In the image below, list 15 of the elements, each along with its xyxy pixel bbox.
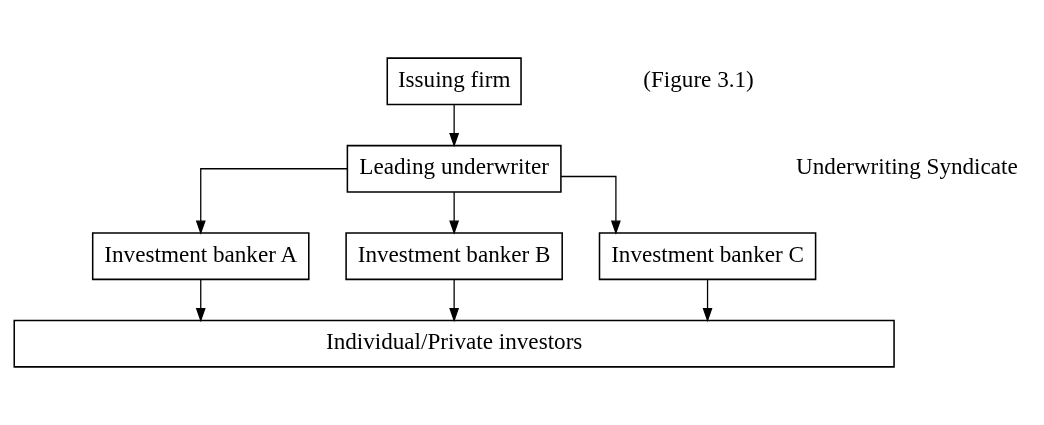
- node-box: Individual/Private investors: [13, 319, 895, 368]
- arrow: [449, 104, 460, 148]
- node-box: Investment banker B: [345, 232, 563, 281]
- arrow: [449, 191, 460, 235]
- arrow: [702, 279, 713, 323]
- label: Underwriting Syndicate: [796, 153, 1018, 180]
- arrow: [195, 279, 206, 323]
- arrow: [195, 168, 348, 235]
- node-box: Investment banker C: [598, 232, 817, 281]
- arrow: [449, 279, 460, 323]
- label: (Figure 3.1): [643, 65, 754, 92]
- node-box: Investment banker A: [91, 232, 310, 281]
- node-box: Leading underwriter: [346, 144, 562, 193]
- node-box: Issuing firm: [386, 57, 522, 106]
- arrow: [560, 175, 621, 235]
